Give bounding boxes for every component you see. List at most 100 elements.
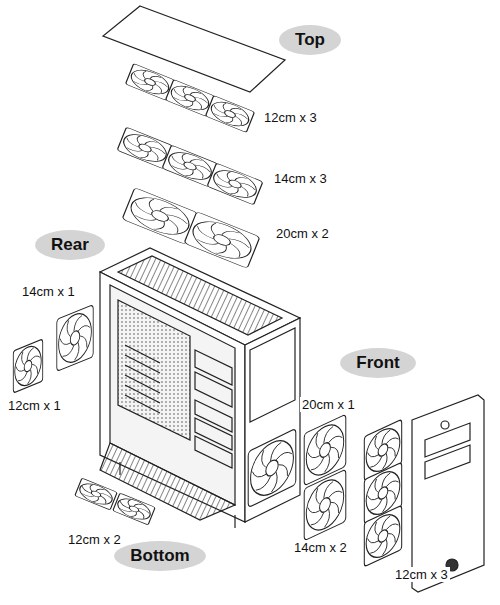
fan-blade: [311, 458, 324, 471]
fan-ring: [251, 432, 294, 503]
fan-count: 12cm x 1: [6, 398, 63, 413]
fan-blade: [150, 146, 166, 154]
case-front-face: [245, 318, 300, 522]
fan-blade: [227, 244, 242, 257]
fan-blade: [234, 112, 248, 119]
case-side-face: [100, 272, 245, 522]
view-label: Front: [340, 348, 415, 378]
fan-blade: [136, 135, 143, 144]
fan: [13, 339, 42, 393]
drive-bays: [195, 350, 232, 468]
fan-hub: [378, 442, 388, 458]
fan-blade: [240, 182, 256, 190]
fan-blade: [167, 213, 189, 224]
case-foot: [119, 462, 120, 475]
fan-ring: [120, 129, 170, 167]
fan-blade: [222, 103, 228, 111]
fan-blade: [133, 202, 153, 215]
fan: [304, 469, 346, 540]
fan-ring: [126, 190, 194, 241]
fan-blade: [67, 320, 70, 338]
fan-hub: [144, 77, 157, 87]
fan-blade: [182, 87, 188, 95]
fan-blade: [329, 489, 343, 499]
fan-blade: [209, 222, 219, 235]
fan-blade: [170, 156, 185, 165]
fan-blade: [60, 334, 70, 347]
fan-blade: [276, 449, 292, 461]
fan-blade: [89, 484, 95, 491]
fan: [364, 505, 401, 566]
fan-blade: [368, 534, 379, 546]
fan-blade: [386, 436, 398, 445]
fan-frame: [304, 469, 346, 540]
fan-blade: [194, 96, 208, 103]
motherboard-tray: [118, 300, 190, 440]
fan-ring: [188, 214, 256, 265]
fan-hub: [184, 93, 197, 103]
fan-blade: [99, 496, 108, 503]
fan-ring: [168, 81, 212, 114]
fan-hub: [266, 458, 278, 479]
fan-blade: [370, 500, 382, 511]
fan-blade: [279, 460, 288, 480]
fan-hub: [183, 161, 197, 172]
fan-count: 14cm x 1: [20, 284, 77, 299]
fan-hub: [228, 179, 242, 190]
fan-ring: [208, 97, 252, 130]
fan-blade: [147, 198, 157, 211]
fan-blade: [308, 447, 320, 461]
view-name: Bottom: [130, 546, 189, 565]
fan-blade: [195, 164, 211, 172]
fan-frame: [207, 163, 263, 205]
fan-blade: [324, 427, 333, 444]
fan-count: 20cm x 1: [300, 397, 357, 412]
case-foot: [234, 515, 235, 528]
fan-blade: [154, 80, 168, 87]
fan-ring: [15, 342, 41, 390]
fan-hub: [24, 359, 32, 373]
fan-blade: [181, 153, 188, 162]
view-name: Rear: [51, 235, 89, 254]
fan: [57, 305, 93, 372]
fan-blade: [239, 187, 250, 197]
fan-blade: [74, 315, 82, 331]
fan-frame: [248, 428, 296, 507]
fan-blade: [194, 169, 205, 179]
fan-hub: [320, 441, 331, 460]
fan-ring: [165, 147, 215, 185]
view-label: Bottom: [114, 541, 205, 571]
fan-ring: [128, 65, 172, 98]
fan: [184, 212, 260, 269]
fan-blade: [370, 457, 382, 468]
fan-blade: [78, 323, 90, 332]
fan: [113, 493, 155, 525]
fan-blade: [388, 487, 395, 502]
fan-ring: [59, 308, 92, 368]
fan-blade: [375, 435, 378, 451]
fan-ring: [210, 165, 260, 203]
fan-hub: [138, 143, 152, 154]
fan-blade: [137, 511, 146, 518]
fan-blade: [368, 448, 379, 460]
fan-blade: [252, 465, 266, 481]
view-label: Top: [279, 25, 341, 55]
fan-frame: [184, 212, 260, 269]
fan-blade: [388, 444, 395, 459]
expansion-slots: [125, 345, 160, 413]
fan-count: 14cm x 3: [272, 171, 329, 186]
fan-frame: [57, 305, 93, 372]
fan-hub: [224, 109, 237, 119]
fan-blade: [370, 543, 382, 554]
fan-hub: [128, 505, 139, 513]
fan-blade: [386, 522, 398, 531]
fan-blade: [125, 138, 140, 147]
fan-blade: [16, 363, 24, 374]
fan: [205, 96, 254, 133]
fan-blade: [63, 346, 74, 358]
fan: [75, 478, 117, 510]
fan-blade: [32, 362, 37, 376]
case-front-bays: [250, 328, 295, 422]
fan-blade: [308, 502, 320, 516]
